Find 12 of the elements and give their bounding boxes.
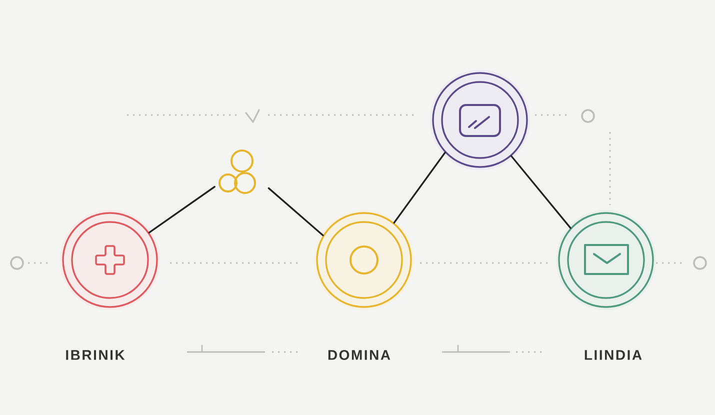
ring-node bbox=[556, 210, 656, 310]
circles-icon bbox=[218, 150, 256, 194]
ring-node bbox=[314, 210, 414, 310]
ring-node bbox=[60, 210, 160, 310]
ring-node bbox=[430, 70, 530, 170]
connector-line bbox=[268, 187, 324, 236]
connector-line bbox=[510, 155, 572, 229]
connector-line bbox=[393, 152, 446, 224]
node-caption: LIINDIA bbox=[584, 350, 642, 360]
node-caption: IBRINIK bbox=[66, 350, 125, 360]
node-caption: DOMINA bbox=[328, 350, 390, 360]
connector-line bbox=[148, 186, 216, 234]
